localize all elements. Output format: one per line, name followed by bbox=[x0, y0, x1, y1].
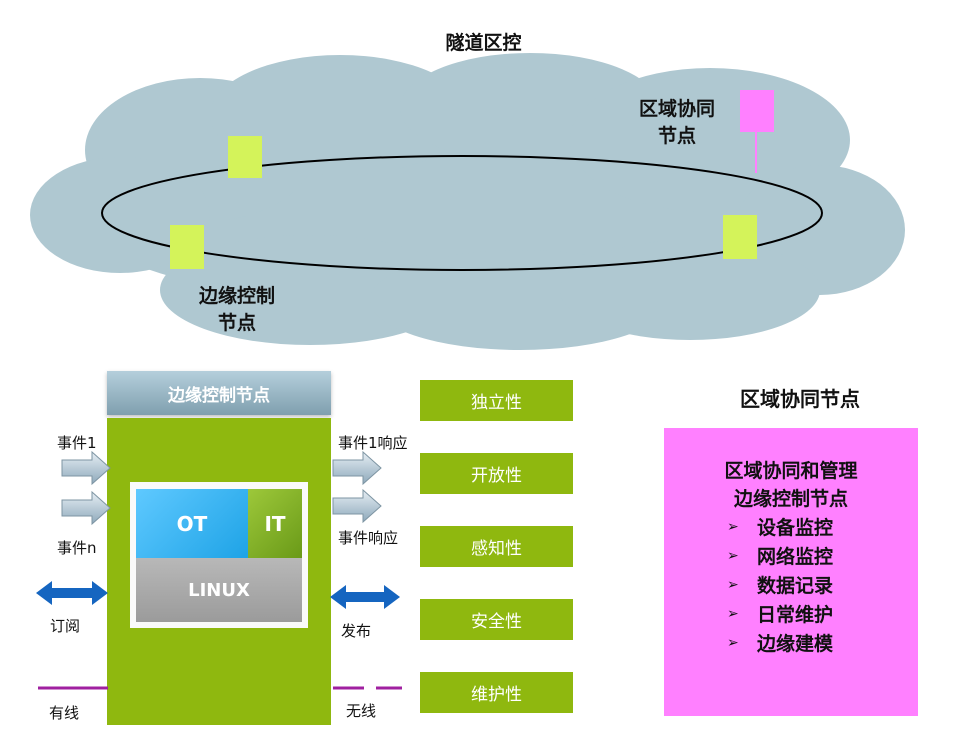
subscribe-double-arrow bbox=[36, 581, 108, 605]
bullet-marker: ➢ bbox=[727, 547, 739, 564]
property-openness: 开放性 bbox=[420, 453, 573, 494]
wired-label: 有线 bbox=[49, 704, 80, 722]
bullet-item: ➢ 数据记录 bbox=[727, 575, 834, 597]
zone-line-2: 边缘控制节点 bbox=[733, 488, 848, 510]
bullet-item: ➢ 边缘建模 bbox=[727, 633, 834, 655]
wireless-label: 无线 bbox=[346, 702, 377, 720]
property-security: 安全性 bbox=[420, 599, 573, 640]
cloud-shape bbox=[30, 53, 905, 350]
ring-network bbox=[101, 155, 823, 271]
zone-node-title: 区域协同节点 bbox=[740, 387, 860, 411]
bullet-marker: ➢ bbox=[727, 576, 739, 593]
it-block: IT bbox=[248, 489, 302, 558]
arrow-event1-in bbox=[61, 450, 111, 486]
edge-node-marker-1 bbox=[228, 136, 262, 178]
edge-node-marker-2 bbox=[170, 225, 204, 269]
response1-label: 事件1响应 bbox=[338, 434, 408, 452]
zone-node-label: 区域协同 节点 bbox=[638, 98, 715, 147]
ot-block: OT bbox=[136, 489, 248, 558]
bullet-item: ➢ 日常维护 bbox=[727, 604, 834, 626]
response-label: 事件响应 bbox=[338, 529, 399, 547]
bullet-item: ➢ 设备监控 bbox=[727, 517, 834, 539]
arrow-response1-out bbox=[332, 450, 382, 486]
zone-node-marker bbox=[740, 90, 774, 132]
edge-node-marker-3 bbox=[723, 215, 757, 259]
property-independence: 独立性 bbox=[420, 380, 573, 421]
event1-label: 事件1 bbox=[57, 434, 97, 452]
linux-block: LINUX bbox=[136, 558, 302, 622]
arrow-response-out bbox=[332, 488, 382, 524]
publish-double-arrow bbox=[330, 585, 400, 609]
subscribe-label: 订阅 bbox=[50, 617, 81, 635]
edge-node-label: 边缘控制 节点 bbox=[198, 285, 275, 334]
bullet-marker: ➢ bbox=[727, 518, 739, 535]
arrows-layer bbox=[36, 450, 402, 690]
bullet-marker: ➢ bbox=[727, 605, 739, 622]
zone-line-1: 区域协同和管理 bbox=[724, 460, 858, 482]
cloud-title: 隧道区控 bbox=[445, 32, 522, 54]
cloud-diagram bbox=[30, 53, 905, 350]
bullet-item: ➢ 网络监控 bbox=[727, 546, 834, 568]
property-perception: 感知性 bbox=[420, 526, 573, 567]
edge-node-header: 边缘控制节点 bbox=[107, 371, 331, 415]
zone-node-panel bbox=[664, 428, 918, 716]
property-maintainability: 维护性 bbox=[420, 672, 573, 713]
bullet-marker: ➢ bbox=[727, 634, 739, 651]
eventn-label: 事件n bbox=[57, 539, 97, 557]
arrow-eventn-in bbox=[61, 490, 111, 526]
publish-label: 发布 bbox=[341, 622, 372, 640]
